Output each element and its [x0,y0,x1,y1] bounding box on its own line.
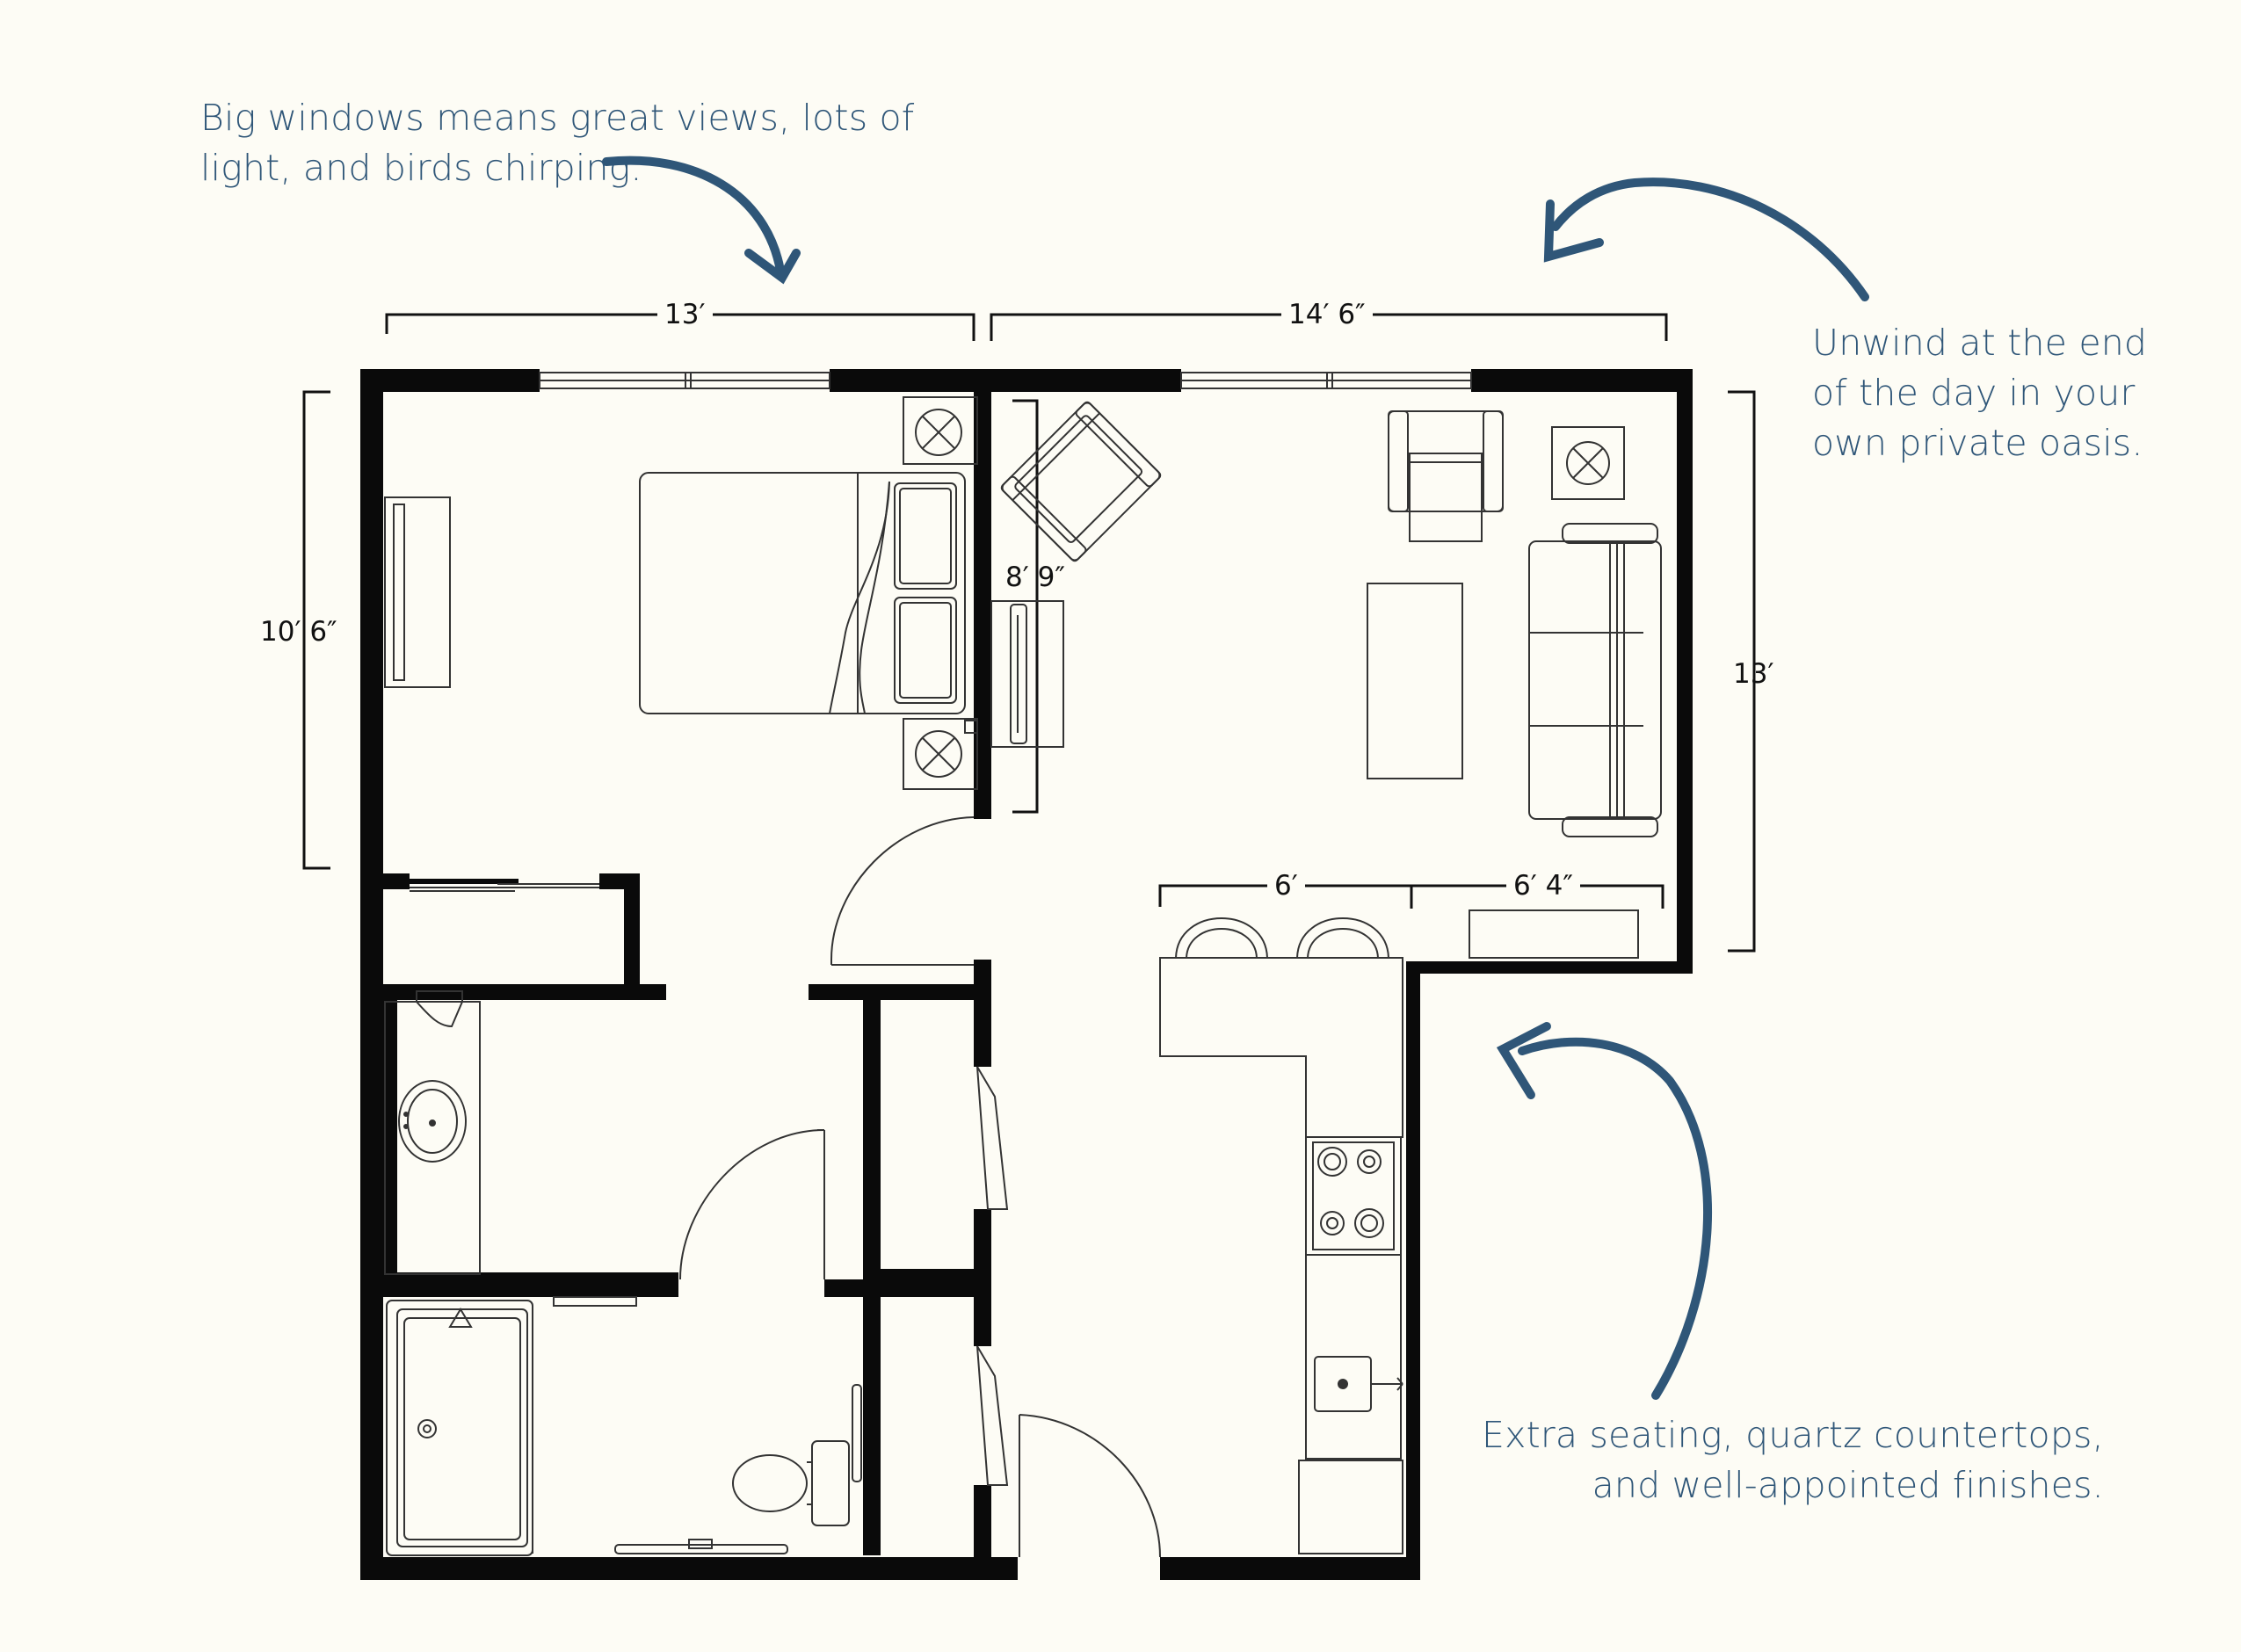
wall-vanity-top [383,984,397,1283]
sofa [1528,523,1662,837]
wall-kitchen-right [1406,961,1420,1580]
wall-bottom-right [1160,1557,1418,1580]
annotation-windows-line-1: Big windows means great views, lots of [200,97,915,139]
annotation-kitchen: Extra seating, quartz countertops, and w… [1482,1410,2104,1511]
tv-console [990,600,1064,748]
furniture [384,396,1662,1558]
bedroom-dresser [384,496,451,688]
dimension-island-left: 6′ [1267,870,1305,902]
living-side-table [1551,426,1625,500]
bathroom-grab-bar-bottom [614,1544,788,1554]
arrow-kitchen-head [1496,1022,1551,1099]
bathroom-door [679,1129,825,1280]
annotation-kitchen-line-2: and well-appointed finishes. [1592,1464,2104,1506]
nightstand-bottom [903,718,978,790]
windows [539,372,1472,389]
coffee-table [1367,583,1463,779]
wall-top-living-left [974,369,1181,392]
wall-closet-shelf [410,879,519,884]
bathroom-vanity [384,1001,481,1275]
toilet [732,1440,850,1526]
bar-stools [1174,917,1390,959]
kitchen-fridge [1298,1460,1403,1554]
wall-hall-top [809,984,979,1000]
dimension-bedroom-depth: 10′ 6″ [260,616,337,648]
wall-top-bedroom-right [830,369,988,392]
dimension-lines [302,313,1756,953]
nightstand-top [903,396,978,465]
bathroom-grab-bar-right [852,1384,862,1482]
dimension-island-right: 6′ 4″ [1506,870,1580,902]
wall-closet-shelf-b [863,1285,981,1297]
living-armchair-angled [1000,401,1162,562]
kitchen-sink [1314,1356,1403,1412]
arrow-windows-head [744,249,801,285]
dimension-closet: 8′ 9″ [1005,562,1065,593]
hall-closet-doors [976,1066,1009,1486]
wall-bedroom-bottom [383,984,666,1000]
wall-right-living [1677,369,1693,974]
bathroom-grab-bar-bottom-2 [688,1539,713,1549]
annotation-oasis-line-2: of the day in your [1812,372,2136,414]
wall-hall-right-3 [974,1485,991,1557]
wall-top-bedroom-left [360,369,540,392]
bed [639,472,966,714]
kitchen-bench [1469,909,1639,959]
living-closet-door [964,720,978,734]
entry-door [1019,1414,1161,1558]
wall-living-bottom [1406,961,1693,974]
annotation-windows: Big windows means great views, lots of l… [200,93,914,193]
bedroom-closet-track [410,883,599,892]
annotation-windows-line-2: light, and birds chirping. [200,147,642,189]
annotation-kitchen-line-1: Extra seating, quartz countertops, [1482,1414,2104,1456]
kitchen-cooktop [1305,1136,1402,1256]
shower [386,1300,533,1556]
vanity-mirror [416,990,463,1028]
kitchen-counter [1305,1254,1402,1460]
kitchen-island [1159,957,1403,1138]
arrow-oasis [1551,178,1869,301]
annotation-arrows [602,156,1869,1400]
wall-interior-bedroom-living [974,369,991,819]
wall-left [360,369,383,1580]
arrow-kitchen [1518,1037,1713,1400]
dimension-line-closet [1012,399,1039,814]
arrow-windows [602,156,785,275]
annotation-oasis-line-3: own private oasis. [1812,422,2143,464]
wall-hall-right-1 [974,1000,991,1067]
dimension-line-island [1158,884,1664,909]
dimension-bedroom-width: 13′ [657,299,713,330]
annotation-oasis: Unwind at the end of the day in your own… [1812,318,2147,468]
bedroom-door [830,816,975,966]
dimension-line-bedroom-depth [302,390,330,870]
wall-top-living-right [1471,369,1693,392]
wall-closet-shelf-a [863,1269,981,1285]
dimension-living-depth: 13′ [1733,658,1774,690]
arrow-oasis-head [1543,199,1604,263]
dimension-living-width: 14′ 6″ [1281,299,1373,330]
wall-bath-top-right [824,1279,867,1297]
wall-hall-right-2 [974,1209,991,1346]
wall-bedroom-closet [383,873,410,889]
living-armchair-top [1388,410,1504,542]
dimension-line-living-depth [1728,390,1756,953]
walls [360,369,1693,1580]
wall-bottom-left [360,1557,1018,1580]
bathroom-grab-bar-top [553,1296,637,1307]
wall-closet-side [624,873,640,988]
wall-bath-top [383,1272,678,1297]
annotation-oasis-line-1: Unwind at the end [1812,322,2148,364]
